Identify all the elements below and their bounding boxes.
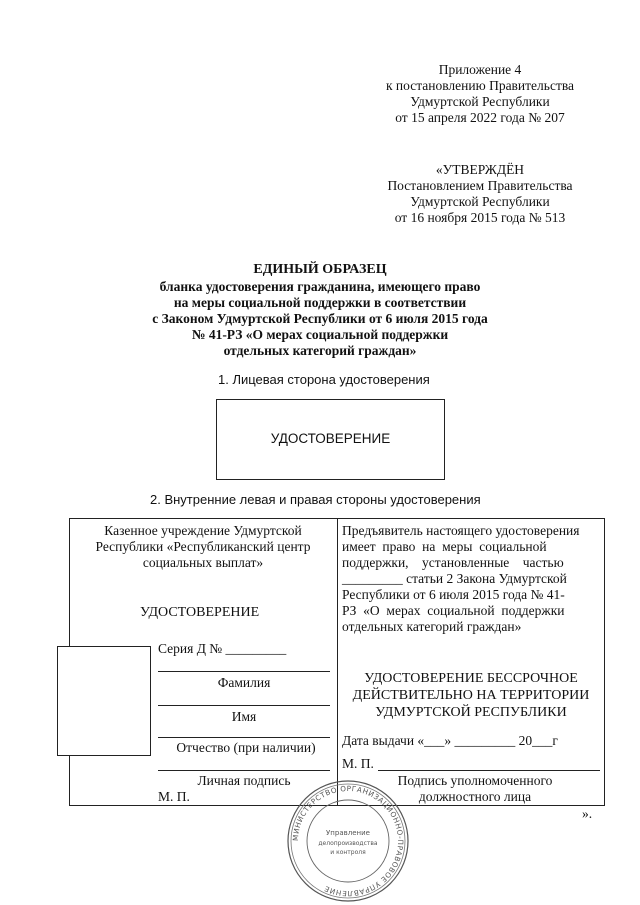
title-line: с Законом Удмуртской Республики от 6 июл… <box>152 311 488 326</box>
org-line: Республики «Республиканский центр <box>95 539 311 554</box>
left-cert-title: УДОСТОВЕРЕНИЕ <box>140 605 260 620</box>
patronymic-line <box>158 737 330 738</box>
appendix-line: Удмуртской Республики <box>410 94 550 109</box>
section1-heading: 1. Лицевая сторона удостоверения <box>218 372 430 387</box>
cover-title: УДОСТОВЕРЕНИЕ <box>270 431 391 446</box>
name-label: Имя <box>231 709 257 724</box>
approved-line: Постановлением Правительства <box>387 178 573 193</box>
official-signature-line <box>378 770 600 771</box>
validity-notice: УДОСТОВЕРЕНИЕ БЕССРОЧНОЕ ДЕЙСТВИТЕЛЬНО Н… <box>338 670 604 721</box>
official-seal-stamp: МИНИСТЕРСТВО ОРГАНИЗАЦИОННО-ПРАВОВОЕ УПР… <box>287 780 409 902</box>
appendix-line: к постановлению Правительства <box>385 78 575 93</box>
left-org-name: Казенное учреждение Удмуртской Республик… <box>70 523 336 571</box>
title-line: на меры социальной поддержки в соответст… <box>173 295 467 310</box>
seal-center-line: и контроля <box>330 849 366 856</box>
appendix-block: Приложение 4 к постановлению Правительст… <box>350 62 610 126</box>
title-line: № 41-РЗ «О мерах социальной поддержки <box>191 327 449 342</box>
approved-line: от 16 ноября 2015 года № 513 <box>394 210 566 225</box>
validity-line: ДЕЙСТВИТЕЛЬНО НА ТЕРРИТОРИИ <box>352 688 590 703</box>
appendix-line: Приложение 4 <box>438 62 522 77</box>
cover-frame <box>216 399 445 480</box>
appendix-line: от 15 апреля 2022 года № 207 <box>395 110 565 125</box>
title-line: отдельных категорий граждан» <box>223 343 417 358</box>
legal-line: отдельных категорий граждан» <box>342 619 522 634</box>
title-main: ЕДИНЫЙ ОБРАЗЕЦ <box>253 262 387 277</box>
patronymic-label: Отчество (при наличии) <box>176 740 316 755</box>
validity-line: УДМУРТСКОЙ РЕСПУБЛИКИ <box>375 705 567 720</box>
approved-line: «УТВЕРЖДЁН <box>435 162 525 177</box>
right-legal-text: Предъявитель настоящего удостоверения им… <box>342 523 600 635</box>
signature-label: Личная подпись <box>197 773 291 788</box>
seal-center-line: Управление <box>326 829 370 837</box>
official-signature-label: Подпись уполномоченного должностного лиц… <box>360 773 590 805</box>
photo-placeholder <box>57 646 151 756</box>
title-line: бланка удостоверения гражданина, имеющег… <box>159 279 481 294</box>
legal-line: РЗ «О мерах социальной поддержки <box>342 603 565 618</box>
seal-center-line: делопроизводства <box>318 840 378 847</box>
issue-date-field: Дата выдачи «___» _________ 20___г <box>342 733 558 748</box>
left-stamp-mark: М. П. <box>158 789 190 804</box>
surname-label: Фамилия <box>217 675 271 690</box>
closing-quote: ». <box>582 806 593 821</box>
official-sig-line: Подпись уполномоченного <box>397 773 553 788</box>
approved-block: «УТВЕРЖДЁН Постановлением Правительства … <box>350 162 610 226</box>
spread-divider <box>337 518 338 806</box>
legal-line: имеет право на меры социальной <box>342 539 547 554</box>
legal-line: поддержки, установленные частью <box>342 555 564 570</box>
legal-line: Предъявитель настоящего удостоверения <box>342 523 580 538</box>
surname-line <box>158 671 330 672</box>
document-title: ЕДИНЫЙ ОБРАЗЕЦ бланка удостоверения граж… <box>90 262 550 359</box>
name-line <box>158 705 330 706</box>
approved-line: Удмуртской Республики <box>410 194 550 209</box>
org-line: Казенное учреждение Удмуртской <box>104 523 302 538</box>
section2-heading: 2. Внутренние левая и правая стороны удо… <box>150 492 481 507</box>
legal-line: _________ статьи 2 Закона Удмуртской <box>342 571 567 586</box>
signature-line <box>158 770 330 771</box>
validity-line: УДОСТОВЕРЕНИЕ БЕССРОЧНОЕ <box>364 671 578 686</box>
right-stamp-mark: М. П. <box>342 756 374 771</box>
official-sig-line: должностного лица <box>418 789 532 804</box>
legal-line: Республики от 6 июля 2015 года № 41- <box>342 587 565 602</box>
org-line: социальных выплат» <box>142 555 264 570</box>
series-field: Серия Д № _________ <box>158 641 287 656</box>
